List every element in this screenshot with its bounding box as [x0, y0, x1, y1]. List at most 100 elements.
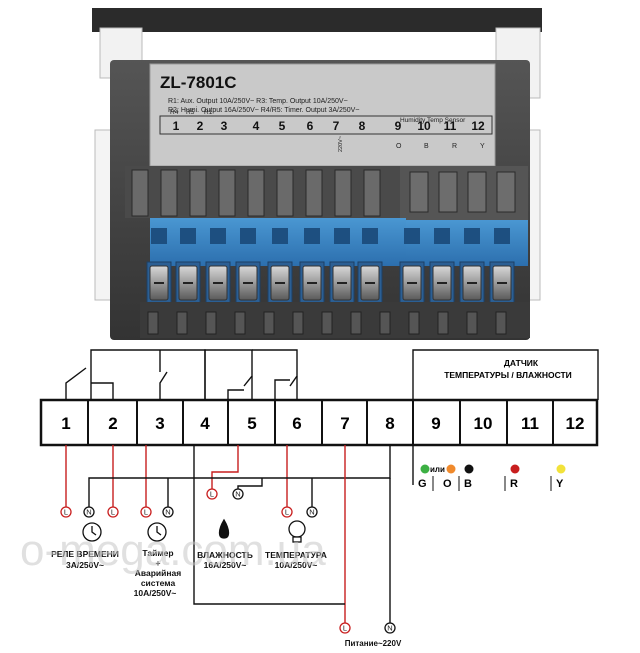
device-terminal-number: 7	[333, 119, 340, 133]
terminal-number: 7	[340, 414, 349, 433]
wiring-diagram	[39, 349, 599, 625]
neutral-marker	[232, 488, 244, 500]
terminal-number: 12	[566, 414, 585, 433]
device-sensor-letter: O	[396, 143, 402, 150]
terminal-number: 11	[521, 414, 539, 433]
black-wire-dot	[464, 464, 474, 474]
temperature-label: ТЕМПЕРАТУРА	[265, 550, 327, 560]
timer-alarm-label: Таймер	[142, 548, 173, 558]
sensor-or-label: или	[430, 465, 445, 474]
terminal-number: 10	[474, 414, 493, 433]
terminal-number: 9	[431, 414, 440, 433]
device-spec-line-2: R2: Humi. Output 16A/250V~ R4/R5: Timer.…	[168, 107, 359, 114]
marker-letter: N	[86, 508, 91, 517]
relay-r1-nc	[227, 389, 244, 400]
timer-relay-label: РЕЛЕ ВРЕМЕНИ	[51, 549, 119, 559]
terminal-number: 2	[108, 414, 117, 433]
neutral-marker	[83, 506, 95, 518]
sensor-title-line-2: ТЕМПЕРАТУРЫ / ВЛАЖНОСТИ	[444, 370, 572, 380]
marker-letter: L	[144, 508, 148, 517]
sensor-title-line-1: ДАТЧИК	[504, 358, 539, 368]
timer-alarm-line3: Аварийная	[135, 568, 181, 578]
live-marker	[107, 506, 119, 518]
temperature-rating: 10А/250V~	[275, 560, 318, 570]
device-terminal-number: 3	[221, 119, 228, 133]
device-power-small-label: 220V~	[338, 136, 344, 152]
live-marker	[339, 622, 351, 634]
live-marker	[140, 506, 152, 518]
device-terminal-number: 10	[417, 119, 431, 133]
green-wire-dot	[420, 464, 430, 474]
watermark: o-mega.com.ua	[20, 526, 326, 575]
device-bottom-slots	[147, 311, 507, 335]
sensor-letter-o: O	[443, 478, 452, 490]
controller-device-photo: ZL-7801C R1: Aux. Output 10A/250V~ R3: T…	[92, 8, 542, 340]
humidity-rating: 16А/250V~	[204, 560, 247, 570]
device-sensor-letter: R	[452, 143, 457, 150]
live-marker	[281, 506, 293, 518]
device-bottom-rail	[140, 302, 530, 338]
terminal-screws	[146, 228, 515, 305]
terminal-number: 3	[155, 414, 164, 433]
device-terminal-number: 8	[359, 119, 366, 133]
relay-r4-contact	[65, 367, 87, 400]
device-terminal-number: 1	[173, 119, 180, 133]
marker-letter: N	[165, 508, 170, 517]
device-ribbed-cover	[125, 166, 528, 224]
terminal-number: 4	[200, 414, 210, 433]
device-relay-tag: R1	[204, 109, 213, 116]
red-wire-dot	[510, 464, 520, 474]
relay-r5-contact	[159, 371, 168, 400]
device-model: ZL-7801C	[160, 73, 237, 92]
sensor-wire-dots	[420, 464, 566, 474]
terminal-number: 8	[385, 414, 394, 433]
sensor-letter-b: B	[464, 478, 472, 490]
live-marker	[60, 506, 72, 518]
sensor-letter-g: G	[418, 478, 427, 490]
timer-relay-rating: 3А/250V~	[66, 560, 104, 570]
yellow-wire-dot	[556, 464, 566, 474]
marker-letter: N	[235, 490, 240, 499]
bridge-t4-t7	[193, 445, 345, 605]
marker-letter: L	[210, 490, 214, 499]
device-sensor-letter: Y	[480, 143, 485, 150]
neutral-marker	[384, 622, 396, 634]
sensor-bracket	[412, 349, 599, 400]
relay-r3-nc	[274, 379, 290, 400]
terminal-number: 6	[292, 414, 301, 433]
neutral-bus	[88, 445, 391, 508]
timer-alarm-line4: система	[141, 578, 176, 588]
device-terminal-number: 4	[253, 119, 260, 133]
device-relay-tag: R4	[170, 109, 179, 116]
humidity-label: ВЛАЖНОСТЬ	[197, 550, 253, 560]
live-marker	[206, 488, 218, 500]
marker-letter: L	[64, 508, 68, 517]
device-terminal-number: 6	[307, 119, 314, 133]
common-bus-top	[90, 349, 206, 400]
timer-alarm-rating: 10А/250V~	[134, 588, 177, 598]
power-supply-label: Питание~220V	[345, 639, 402, 648]
water-drop-icon	[218, 518, 230, 539]
device-sensor-label: Humidity Temp Sensor	[400, 117, 466, 124]
sensor-letter-y: Y	[556, 478, 564, 490]
device-terminal-number: 12	[471, 119, 485, 133]
device-terminal-number: 11	[444, 119, 457, 133]
device-terminal-number: 2	[197, 119, 204, 133]
terminal-strip	[39, 398, 599, 447]
neutral-marker	[306, 506, 318, 518]
device-bezel	[92, 8, 542, 32]
device-relay-tag: R5	[186, 109, 195, 116]
marker-letter: N	[309, 508, 314, 517]
device-sensor-letter: B	[424, 143, 429, 150]
sensor-letter-r: R	[510, 478, 518, 490]
device-spec-line-1: R1: Aux. Output 10A/250V~ R3: Temp. Outp…	[168, 98, 348, 105]
marker-letter: L	[285, 508, 289, 517]
orange-wire-dot	[446, 464, 456, 474]
wire-t5-load	[211, 445, 239, 490]
timer-alarm-plus: +	[156, 558, 161, 568]
